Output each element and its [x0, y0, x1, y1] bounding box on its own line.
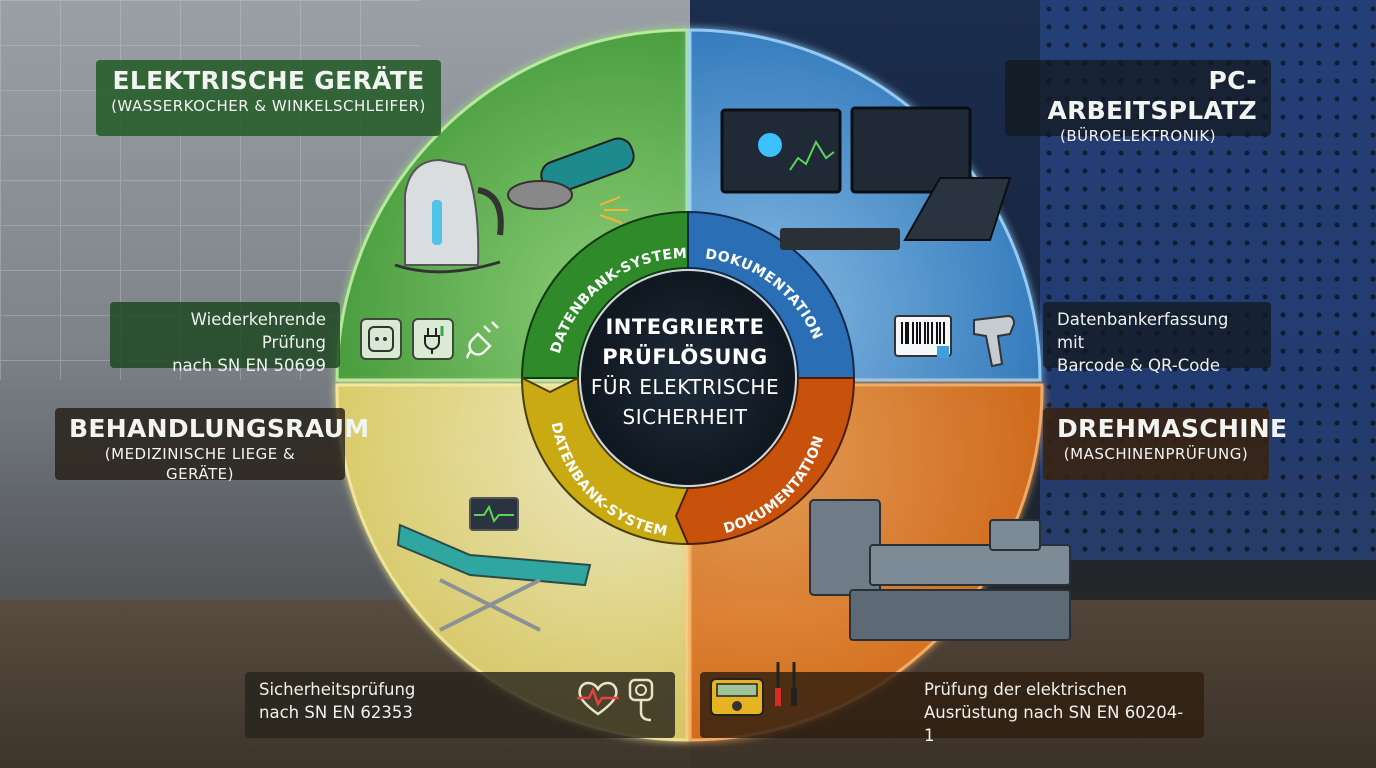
quadrant-subtitle: (MEDIZINISCHE LIEGE & GERÄTE): [104, 445, 296, 483]
test-leads-icon: [770, 658, 804, 716]
note-line-1: Sicherheitsprüfung: [259, 680, 416, 699]
power-socket-icon: [360, 318, 402, 360]
quadrant-label-bottom-left: BEHANDLUNGSRAUM (MEDIZINISCHE LIEGE & GE…: [55, 408, 370, 483]
quadrant-subtitle: (BÜROELEKTRONIK): [1059, 127, 1217, 145]
center-disc: [579, 269, 797, 487]
plug-tag-icon: [412, 318, 454, 360]
center-line-4: SICHERHEIT: [622, 405, 748, 429]
center-line-3: FÜR ELEKTRISCHE: [590, 375, 780, 399]
note-line-2: Ausrüstung nach SN EN 60204-1: [924, 703, 1184, 745]
pc-workstation-illustration: [720, 106, 1012, 250]
quadrant-subtitle: (WASSERKOCHER & WINKELSCHLEIFER): [111, 97, 426, 115]
note-line-1: Datenbankerfassung mit: [1057, 310, 1229, 352]
center-line-2: PRÜFLÖSUNG: [602, 345, 768, 369]
note-line-1: Wiederkehrende Prüfung: [190, 310, 326, 352]
quadrant-note-top-right: Datenbankerfassung mit Barcode & QR-Code: [1043, 302, 1271, 375]
probe-icon: [624, 676, 666, 724]
quadrant-label-top-left: ELEKTRISCHE GERÄTE (WASSERKOCHER & WINKE…: [96, 60, 441, 136]
treatment-bed-illustration: [396, 497, 592, 632]
multimeter-icon: [708, 676, 766, 718]
note-line-2: nach SN EN 50699: [172, 356, 326, 375]
quadrant-label-top-right: PC-ARBEITSPLATZ (BÜROELEKTRONIK): [1005, 60, 1271, 145]
barcode-scanner-icon: [961, 310, 1018, 368]
quadrant-title: PC-ARBEITSPLATZ: [1047, 66, 1257, 125]
center-line-1: INTEGRIERTE: [605, 315, 765, 339]
heartbeat-icon: [575, 678, 621, 718]
quadrant-note-top-left: Wiederkehrende Prüfung nach SN EN 50699: [110, 302, 340, 375]
note-line-1: Prüfung der elektrischen: [924, 680, 1128, 699]
plug-icon: [462, 318, 504, 360]
quadrant-label-bottom-right: DREHMASCHINE (MASCHINENPRÜFUNG): [1043, 408, 1288, 480]
note-line-2: Barcode & QR-Code: [1057, 356, 1220, 375]
angle-grinder-illustration: [507, 137, 635, 224]
quadrant-title: DREHMASCHINE: [1057, 414, 1288, 443]
quadrant-note-bottom-right: Prüfung der elektrischen Ausrüstung nach…: [700, 672, 1204, 745]
barcode-label-icon: [893, 314, 953, 362]
quadrant-title: ELEKTRISCHE GERÄTE: [112, 66, 425, 95]
center-title: INTEGRIERTE PRÜFLÖSUNG FÜR ELEKTRISCHE S…: [565, 312, 805, 462]
quadrant-title: BEHANDLUNGSRAUM: [69, 414, 370, 443]
quadrant-subtitle: (MASCHINENPRÜFUNG): [1063, 445, 1249, 463]
note-line-2: nach SN EN 62353: [259, 703, 413, 722]
kettle-illustration: [394, 158, 504, 274]
ring-segment-bottom-right: [674, 377, 856, 546]
lathe-illustration: [809, 499, 1071, 641]
